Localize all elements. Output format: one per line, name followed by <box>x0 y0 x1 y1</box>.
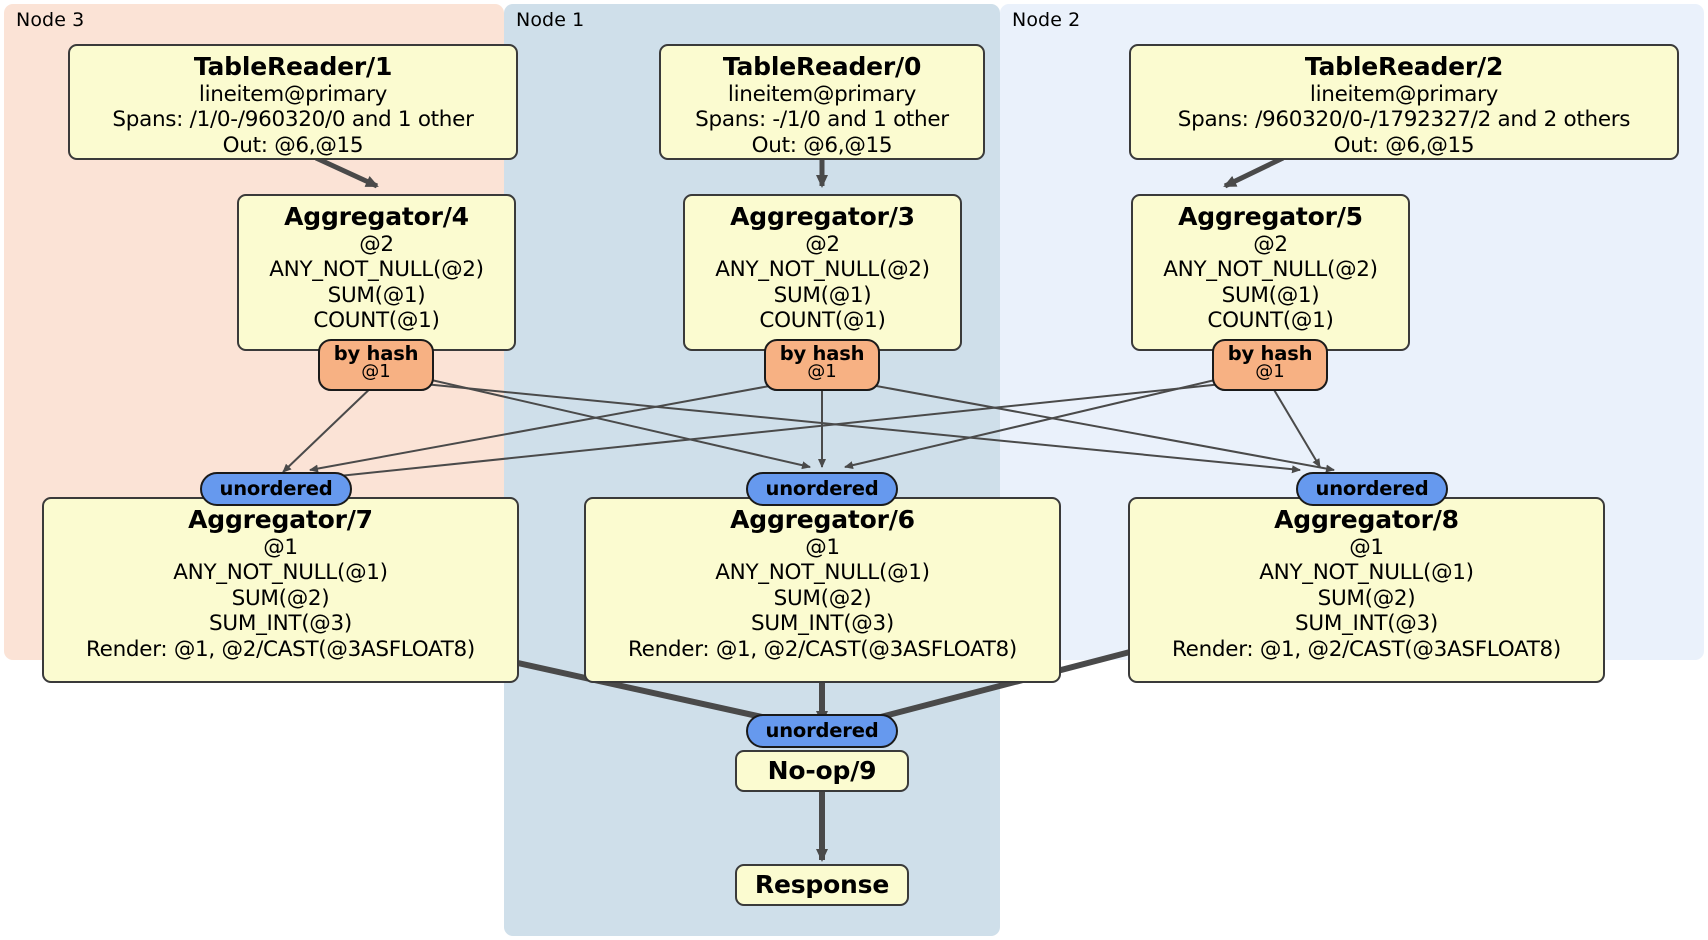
processor-line: ANY_NOT_NULL(@2) <box>269 257 484 283</box>
processor-line: Out: @6,@15 <box>1333 132 1475 158</box>
processor-line: SUM_INT(@3) <box>1295 611 1438 637</box>
processor-line: Render: @1, @2/CAST(@3ASFLOAT8) <box>1172 636 1561 662</box>
processor-line: @2 <box>805 231 840 257</box>
router-badge-by-hash-center[interactable]: by hash @1 <box>764 339 880 391</box>
panel-label-node-2: Node 2 <box>1012 9 1081 31</box>
processor-tablereader-0[interactable]: TableReader/0 lineitem@primary Spans: -/… <box>659 44 985 160</box>
processor-title: Aggregator/5 <box>1178 202 1363 231</box>
processor-line: COUNT(@1) <box>1207 308 1334 334</box>
processor-line: SUM_INT(@3) <box>751 611 894 637</box>
synchronizer-badge-unordered-final[interactable]: unordered <box>746 714 898 748</box>
router-badge-by-hash-left[interactable]: by hash @1 <box>318 339 434 391</box>
badge-line-1: unordered <box>1315 477 1429 500</box>
processor-line: SUM(@2) <box>1317 585 1416 611</box>
badge-line-1: by hash <box>333 342 419 365</box>
processor-line: @2 <box>1253 231 1288 257</box>
processor-line: lineitem@primary <box>1309 81 1499 107</box>
panel-label-node-3: Node 3 <box>16 9 85 31</box>
processor-title: Aggregator/4 <box>284 202 469 231</box>
processor-line: SUM_INT(@3) <box>209 611 352 637</box>
processor-title: TableReader/1 <box>193 52 393 81</box>
processor-aggregator-8[interactable]: Aggregator/8 @1 ANY_NOT_NULL(@1) SUM(@2)… <box>1128 497 1605 683</box>
processor-line: COUNT(@1) <box>313 308 440 334</box>
processor-aggregator-6[interactable]: Aggregator/6 @1 ANY_NOT_NULL(@1) SUM(@2)… <box>584 497 1061 683</box>
processor-line: Out: @6,@15 <box>751 132 893 158</box>
synchronizer-badge-unordered-center[interactable]: unordered <box>746 472 898 506</box>
processor-line: @1 <box>263 534 298 560</box>
processor-line: @2 <box>359 231 394 257</box>
processor-aggregator-5[interactable]: Aggregator/5 @2 ANY_NOT_NULL(@2) SUM(@1)… <box>1131 194 1410 351</box>
panel-label-node-1: Node 1 <box>516 9 585 31</box>
processor-aggregator-3[interactable]: Aggregator/3 @2 ANY_NOT_NULL(@2) SUM(@1)… <box>683 194 962 351</box>
processor-line: @1 <box>1349 534 1384 560</box>
processor-line: Spans: /960320/0-/1792327/2 and 2 others <box>1177 107 1631 133</box>
processor-aggregator-4[interactable]: Aggregator/4 @2 ANY_NOT_NULL(@2) SUM(@1)… <box>237 194 516 351</box>
processor-title: Aggregator/6 <box>730 505 915 534</box>
badge-line-2: @1 <box>1255 361 1285 383</box>
processor-line: SUM(@1) <box>773 282 872 308</box>
processor-title: Aggregator/7 <box>188 505 373 534</box>
processor-line: SUM(@2) <box>231 585 330 611</box>
processor-title: TableReader/2 <box>1304 52 1504 81</box>
processor-title: Aggregator/3 <box>730 202 915 231</box>
processor-title: Aggregator/8 <box>1274 505 1459 534</box>
synchronizer-badge-unordered-right[interactable]: unordered <box>1296 472 1448 506</box>
processor-line: COUNT(@1) <box>759 308 886 334</box>
processor-line: ANY_NOT_NULL(@1) <box>715 560 930 586</box>
processor-line: ANY_NOT_NULL(@2) <box>715 257 930 283</box>
synchronizer-badge-unordered-left[interactable]: unordered <box>200 472 352 506</box>
processor-line: ANY_NOT_NULL(@2) <box>1163 257 1378 283</box>
processor-tablereader-2[interactable]: TableReader/2 lineitem@primary Spans: /9… <box>1129 44 1679 160</box>
processor-tablereader-1[interactable]: TableReader/1 lineitem@primary Spans: /1… <box>68 44 518 160</box>
processor-line: Render: @1, @2/CAST(@3ASFLOAT8) <box>86 636 475 662</box>
processor-line: Spans: -/1/0 and 1 other <box>695 107 949 133</box>
router-badge-by-hash-right[interactable]: by hash @1 <box>1212 339 1328 391</box>
badge-line-1: unordered <box>765 477 879 500</box>
badge-line-1: by hash <box>779 342 865 365</box>
processor-line: lineitem@primary <box>727 81 917 107</box>
processor-title: Response <box>754 870 890 899</box>
processor-line: @1 <box>805 534 840 560</box>
processor-line: Spans: /1/0-/960320/0 and 1 other <box>112 107 474 133</box>
processor-line: ANY_NOT_NULL(@1) <box>1259 560 1474 586</box>
processor-noop-9[interactable]: No-op/9 <box>735 750 909 792</box>
processor-line: Out: @6,@15 <box>222 132 364 158</box>
processor-title: TableReader/0 <box>722 52 922 81</box>
processor-line: SUM(@2) <box>773 585 872 611</box>
badge-line-1: by hash <box>1227 342 1313 365</box>
processor-aggregator-7[interactable]: Aggregator/7 @1 ANY_NOT_NULL(@1) SUM(@2)… <box>42 497 519 683</box>
badge-line-2: @1 <box>361 361 391 383</box>
badge-line-2: @1 <box>807 361 837 383</box>
processor-line: SUM(@1) <box>327 282 426 308</box>
processor-title: No-op/9 <box>767 756 877 785</box>
processor-line: lineitem@primary <box>198 81 388 107</box>
processor-line: Render: @1, @2/CAST(@3ASFLOAT8) <box>628 636 1017 662</box>
badge-line-1: unordered <box>765 719 879 742</box>
processor-line: SUM(@1) <box>1221 282 1320 308</box>
processor-line: ANY_NOT_NULL(@1) <box>173 560 388 586</box>
badge-line-1: unordered <box>219 477 333 500</box>
processor-response[interactable]: Response <box>735 864 909 906</box>
